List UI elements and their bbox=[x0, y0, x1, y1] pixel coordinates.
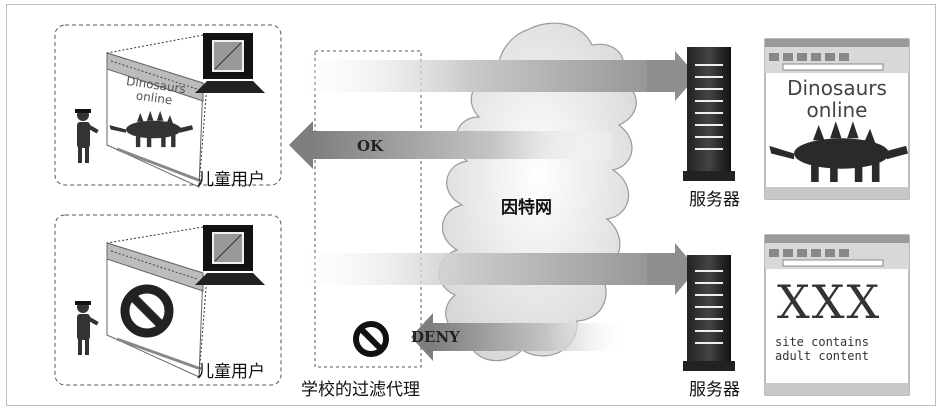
server-label-top: 服务器 bbox=[689, 190, 740, 210]
prohibited-icon bbox=[120, 284, 174, 338]
child-user-label-bottom: 儿童用户 bbox=[197, 362, 265, 382]
prohibited-icon bbox=[353, 321, 389, 357]
dinosaurs-line-1: Dinosaurs bbox=[787, 76, 887, 100]
bottom-child-panel bbox=[54, 214, 282, 386]
browser-window-icon bbox=[764, 234, 910, 396]
stegosaurus-icon bbox=[769, 121, 908, 182]
top-browser-window bbox=[106, 52, 204, 188]
diagram-svg bbox=[54, 22, 910, 396]
proxy-box bbox=[314, 50, 422, 368]
adult-line-1: site contains bbox=[775, 335, 869, 349]
computer-monitor-icon bbox=[195, 33, 265, 93]
request-arrow-top bbox=[299, 51, 697, 101]
dinosaurs-online-text: Dinosaurs online bbox=[775, 77, 899, 121]
top-child-panel bbox=[54, 24, 282, 186]
deny-arrow bbox=[411, 313, 622, 361]
dinosaurs-line-2: online bbox=[806, 98, 868, 122]
child-figure-icon bbox=[75, 109, 99, 163]
ok-arrow bbox=[289, 121, 612, 169]
adult-content-text: site contains adult content bbox=[775, 335, 869, 363]
stegosaurus-icon bbox=[109, 110, 194, 148]
diagram-frame: 儿童用户 儿童用户 服务器 服务器 因特网 学校的过滤代理 OK DENY Di… bbox=[6, 4, 936, 406]
computer-monitor-icon bbox=[195, 225, 265, 285]
bottom-browser-window bbox=[106, 242, 204, 378]
child-user-label-top: 儿童用户 bbox=[197, 170, 265, 190]
server-tower-icon bbox=[683, 255, 735, 371]
adult-line-2: adult content bbox=[775, 349, 869, 363]
server-label-bottom: 服务器 bbox=[689, 380, 740, 400]
internet-label: 因特网 bbox=[501, 198, 552, 218]
projection-lines bbox=[106, 34, 208, 378]
proxy-label: 学校的过滤代理 bbox=[301, 380, 420, 400]
request-arrow-bottom bbox=[299, 243, 697, 295]
deny-label: DENY bbox=[411, 328, 460, 346]
server-tower-icon bbox=[683, 47, 735, 181]
browser-window-icon bbox=[764, 38, 910, 200]
xxx-text: XXX bbox=[777, 275, 882, 329]
child-figure-icon bbox=[75, 301, 99, 355]
ok-label: OK bbox=[357, 137, 384, 155]
